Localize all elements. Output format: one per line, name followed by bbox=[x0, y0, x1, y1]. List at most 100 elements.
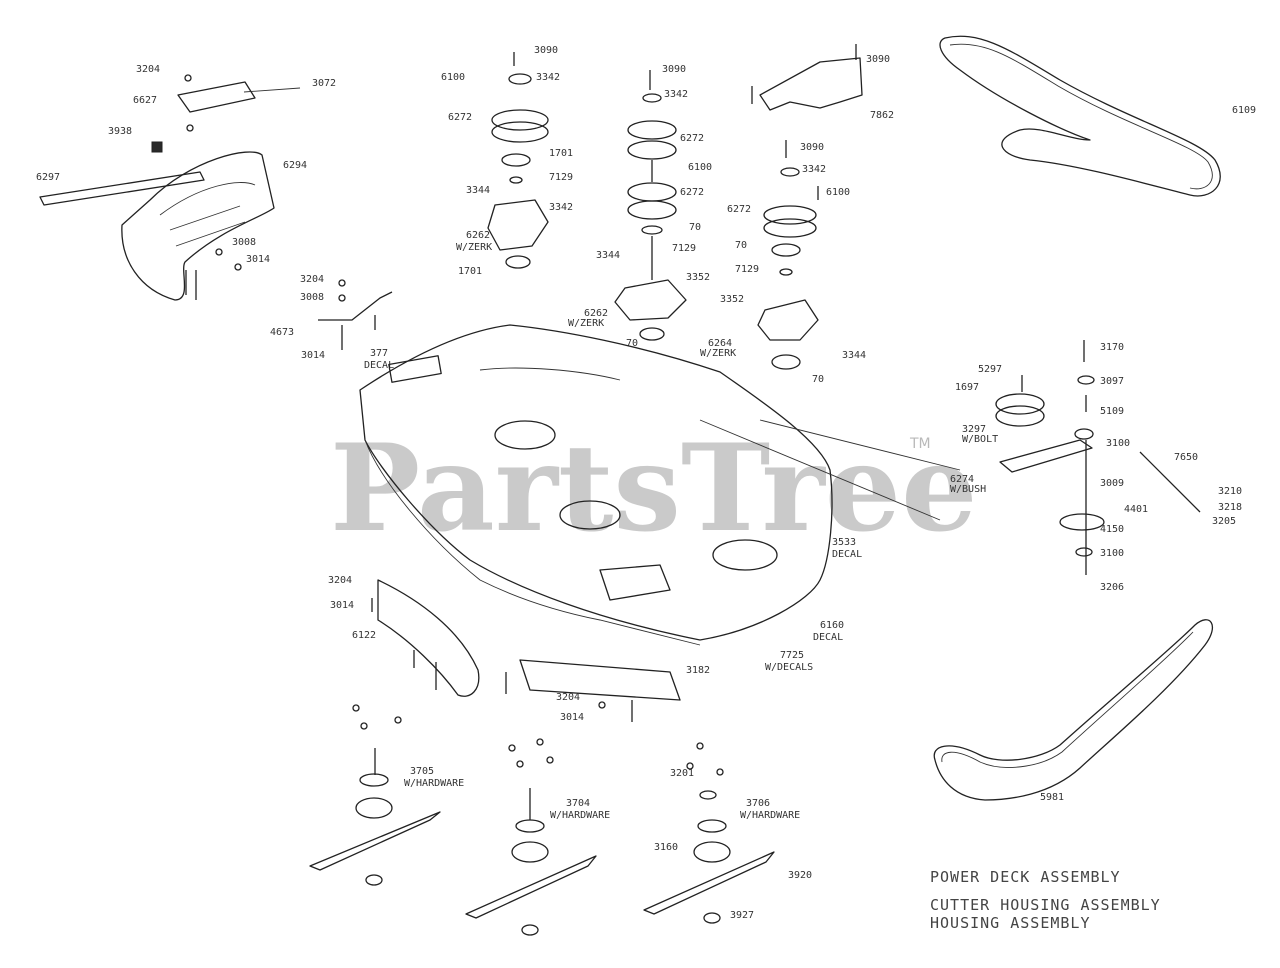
label-pb-bearing: 70 bbox=[689, 222, 701, 233]
label-pb-bolt: 3090 bbox=[662, 64, 686, 75]
blade-2 bbox=[465, 855, 597, 919]
title-housing: HOUSING ASSEMBLY bbox=[930, 914, 1091, 932]
label-sp1-note: W/HARDWARE bbox=[404, 778, 464, 789]
label-pa-pulley: 6272 bbox=[448, 112, 472, 123]
deck-shell bbox=[359, 324, 833, 641]
label-id-arm-note: W/BOLT bbox=[962, 434, 998, 445]
label-bracket-b: 7862 bbox=[870, 110, 894, 121]
label-id-nut: 3210 bbox=[1218, 486, 1242, 497]
label-pa-stud: 3342 bbox=[549, 202, 573, 213]
label-decal2: 3533 bbox=[832, 537, 856, 548]
label-id-plate: 4150 bbox=[1100, 524, 1124, 535]
label-id-bolt4: 3206 bbox=[1100, 582, 1124, 593]
label-pc-housing-note: W/ZERK bbox=[700, 348, 736, 359]
label-pb-washer: 3342 bbox=[664, 89, 688, 100]
blade-spindle-1: 3705 W/HARDWARE bbox=[309, 704, 464, 886]
label-lb-bolt: 3204 bbox=[328, 575, 352, 586]
title-block: POWER DECK ASSEMBLY CUTTER HOUSING ASSEM… bbox=[930, 868, 1161, 932]
label-id-washer2: 3009 bbox=[1100, 478, 1124, 489]
label-belt-bottom: 5981 bbox=[1040, 792, 1064, 803]
label-pc-bearing: 70 bbox=[735, 240, 747, 251]
label-pa-washer: 3342 bbox=[536, 72, 560, 83]
label-decal1: 377 bbox=[370, 348, 388, 359]
label-id-spring: 7650 bbox=[1174, 452, 1198, 463]
label-decal2-word: DECAL bbox=[832, 549, 862, 560]
pulley-stack-b: 3090 3342 6272 6100 6272 70 7129 3344 33… bbox=[568, 64, 712, 349]
watermark: PartsTree TM bbox=[330, 418, 977, 559]
label-pc-washer: 3342 bbox=[802, 164, 826, 175]
label-belt-top: 6109 bbox=[1232, 105, 1256, 116]
label-blade-nut: 3927 bbox=[730, 910, 754, 921]
left-guard-assembly: 3204 3014 6122 bbox=[328, 575, 480, 697]
label-pb-housing: 6262 bbox=[584, 308, 608, 319]
bracket-b-assembly: 3090 7862 bbox=[751, 44, 894, 121]
label-nut-l: 3014 bbox=[301, 350, 325, 361]
link-rod bbox=[318, 291, 393, 321]
label-blade: 3920 bbox=[788, 870, 812, 881]
label-cover: 6294 bbox=[283, 160, 307, 171]
label-pb-nut: 3344 bbox=[596, 250, 620, 261]
idler-spring bbox=[1139, 451, 1201, 513]
label-id-arm: 6274 bbox=[950, 474, 974, 485]
right-guard-assembly: 3182 3204 3014 bbox=[505, 659, 710, 723]
label-bracket-bolt: 3090 bbox=[866, 54, 890, 65]
label-deck-note: W/DECALS bbox=[765, 662, 813, 673]
label-link: 4673 bbox=[270, 327, 294, 338]
label-rb-nut: 3014 bbox=[560, 712, 584, 723]
label-pb-stud: 3352 bbox=[686, 272, 710, 283]
label-blade-adapter: 3160 bbox=[654, 842, 678, 853]
label-sp2-note: W/HARDWARE bbox=[550, 810, 610, 821]
decal-377 bbox=[388, 355, 442, 383]
label-pa-spacer: 7129 bbox=[549, 172, 573, 183]
label-pb-pulley2: 6272 bbox=[680, 187, 704, 198]
label-id-bolt3: 3205 bbox=[1212, 516, 1236, 527]
label-pc-key: 6100 bbox=[826, 187, 850, 198]
label-decal3: 6160 bbox=[820, 620, 844, 631]
label-pc-stud: 3352 bbox=[720, 294, 744, 305]
label-lb-nut: 3014 bbox=[330, 600, 354, 611]
label-id-bolt2: 3218 bbox=[1218, 502, 1242, 513]
cover-bracket bbox=[177, 81, 256, 113]
label-sp3-note: W/HARDWARE bbox=[740, 810, 800, 821]
watermark-tm: TM bbox=[909, 436, 931, 452]
label-pc-bearing2: 70 bbox=[812, 374, 824, 385]
label-pc-pulley: 6272 bbox=[727, 204, 751, 215]
label-sp2: 3704 bbox=[566, 798, 590, 809]
label-pa-bearing: 1701 bbox=[549, 148, 573, 159]
cover-rod bbox=[39, 171, 205, 206]
label-decal3-word: DECAL bbox=[813, 632, 843, 643]
label-pb-pulley: 6272 bbox=[680, 133, 704, 144]
label-sp3: 3706 bbox=[746, 798, 770, 809]
label-pb-key: 6100 bbox=[688, 162, 712, 173]
bracket-b bbox=[759, 57, 863, 111]
label-clip-a: 3938 bbox=[108, 126, 132, 137]
spindle-housing-b bbox=[614, 279, 687, 321]
title-cutter-housing: CUTTER HOUSING ASSEMBLY bbox=[930, 896, 1161, 914]
label-rb-guard: 3182 bbox=[686, 665, 710, 676]
spindle-housing-c bbox=[757, 299, 819, 341]
deck-housing: 3533 DECAL 6160 DECAL 7725 W/DECALS bbox=[359, 324, 961, 673]
label-id-pivot: 3100 bbox=[1106, 438, 1130, 449]
label-id-pin: 4401 bbox=[1124, 504, 1148, 515]
label-pb-spacer: 7129 bbox=[672, 243, 696, 254]
label-id-washer3: 3100 bbox=[1100, 548, 1124, 559]
blade-3 bbox=[643, 851, 775, 915]
label-pc-nut: 3344 bbox=[842, 350, 866, 361]
label-sp1: 3705 bbox=[410, 766, 434, 777]
belt-bottom: 5981 bbox=[933, 619, 1214, 803]
pulley-stack-c: 3090 3342 6100 6272 70 7129 3352 6264 W/… bbox=[700, 140, 866, 385]
blade-spindle-2: 3704 W/HARDWARE bbox=[465, 738, 610, 936]
cover-assembly: 3204 6627 3072 3938 6297 6294 3008 3014 … bbox=[36, 64, 394, 371]
label-pc-spacer: 7129 bbox=[735, 264, 759, 275]
label-nut-cover: 3014 bbox=[246, 254, 270, 265]
label-id-pulley: 1697 bbox=[955, 382, 979, 393]
label-id-arm-note2: W/BUSH bbox=[950, 484, 986, 495]
label-bracket-a: 6627 bbox=[133, 95, 157, 106]
label-deck: 7725 bbox=[780, 650, 804, 661]
cover-clip bbox=[151, 141, 163, 153]
deck-cover bbox=[121, 151, 275, 301]
blade-1 bbox=[309, 811, 441, 871]
label-lb-guard: 6122 bbox=[352, 630, 376, 641]
label-pa-housing-note: W/ZERK bbox=[456, 242, 492, 253]
idler-assembly: 3170 5297 1697 3097 5109 3297 W/BOLT 310… bbox=[950, 340, 1242, 593]
